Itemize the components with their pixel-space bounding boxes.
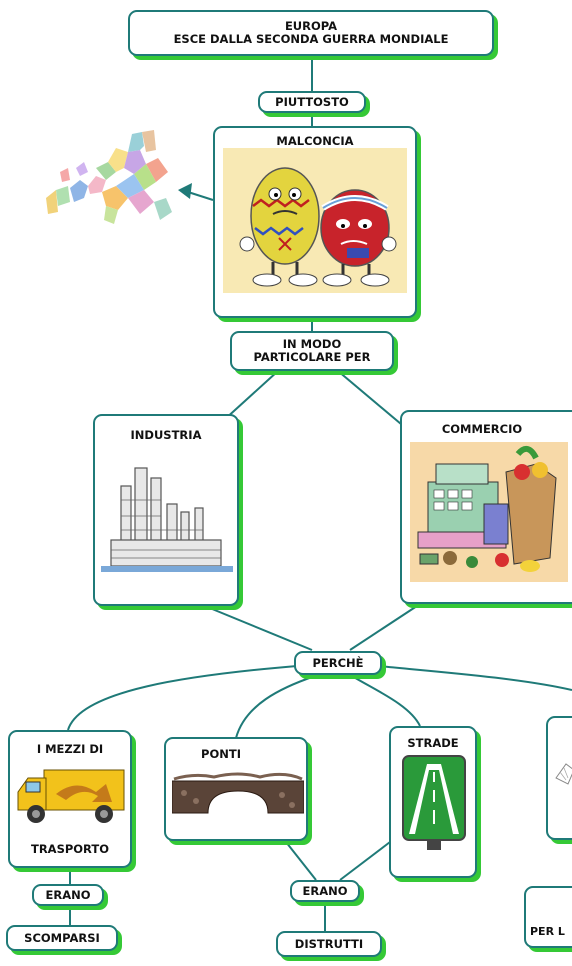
erano-mid-label: ERANO — [302, 883, 348, 898]
distrutti-label: DISTRUTTI — [294, 936, 364, 951]
distrutti-node[interactable]: DISTRUTTI — [276, 931, 382, 957]
bridge-icon — [172, 772, 304, 814]
europe-map-icon — [46, 130, 172, 224]
root-node[interactable]: EUROPA ESCE DALLA SECONDA GUERRA MONDIAL… — [128, 10, 494, 56]
erano-left-node[interactable]: ERANO — [32, 884, 104, 906]
scomparsi-node[interactable]: SCOMPARSI — [6, 925, 118, 951]
cash-register-icon — [410, 442, 568, 582]
map-sketch-icon — [555, 763, 572, 785]
strade-node[interactable]: STRADE — [389, 726, 477, 878]
factory-icon — [101, 467, 233, 572]
industria-node[interactable]: INDUSTRIA — [93, 414, 239, 606]
in-modo-node[interactable]: IN MODO PARTICOLARE PER — [230, 331, 394, 371]
in-modo-line1: IN MODO — [282, 337, 342, 351]
industria-label: INDUSTRIA — [130, 428, 202, 442]
perche-node[interactable]: PERCHÈ — [294, 651, 382, 675]
malconcia-label: MALCONCIA — [276, 134, 354, 148]
commercio-node[interactable]: COMMERCIO — [400, 410, 572, 604]
per-l-label: PER L — [530, 924, 565, 938]
mezzi-trasporto-node[interactable]: I MEZZI DI TRASPORTO — [8, 730, 132, 868]
ponti-node[interactable]: PONTI — [164, 737, 308, 841]
malconcia-node[interactable]: MALCONCIA — [213, 126, 417, 318]
truck-icon — [17, 769, 125, 823]
per-l-node[interactable]: PER L — [524, 886, 572, 948]
damaged-eggs-icon — [223, 148, 407, 293]
erano-mid-node[interactable]: ERANO — [290, 880, 360, 902]
piuttosto-label: PIUTTOSTO — [275, 94, 349, 109]
root-line1: EUROPA — [284, 19, 338, 33]
commercio-label: COMMERCIO — [441, 422, 523, 436]
scomparsi-label: SCOMPARSI — [24, 930, 100, 945]
root-line2: ESCE DALLA SECONDA GUERRA MONDIALE — [173, 32, 449, 46]
piuttosto-node[interactable]: PIUTTOSTO — [258, 91, 366, 113]
erano-left-label: ERANO — [45, 887, 91, 902]
mezzi-bottom-label: TRASPORTO — [30, 842, 110, 856]
mezzi-top-label: I MEZZI DI — [36, 742, 104, 756]
strade-label: STRADE — [407, 736, 459, 750]
perche-label: PERCHÈ — [312, 655, 364, 670]
in-modo-line2: PARTICOLARE PER — [253, 350, 371, 364]
ponti-label: PONTI — [201, 747, 241, 761]
offscreen-node[interactable] — [546, 716, 572, 840]
highway-sign-icon — [402, 755, 466, 850]
